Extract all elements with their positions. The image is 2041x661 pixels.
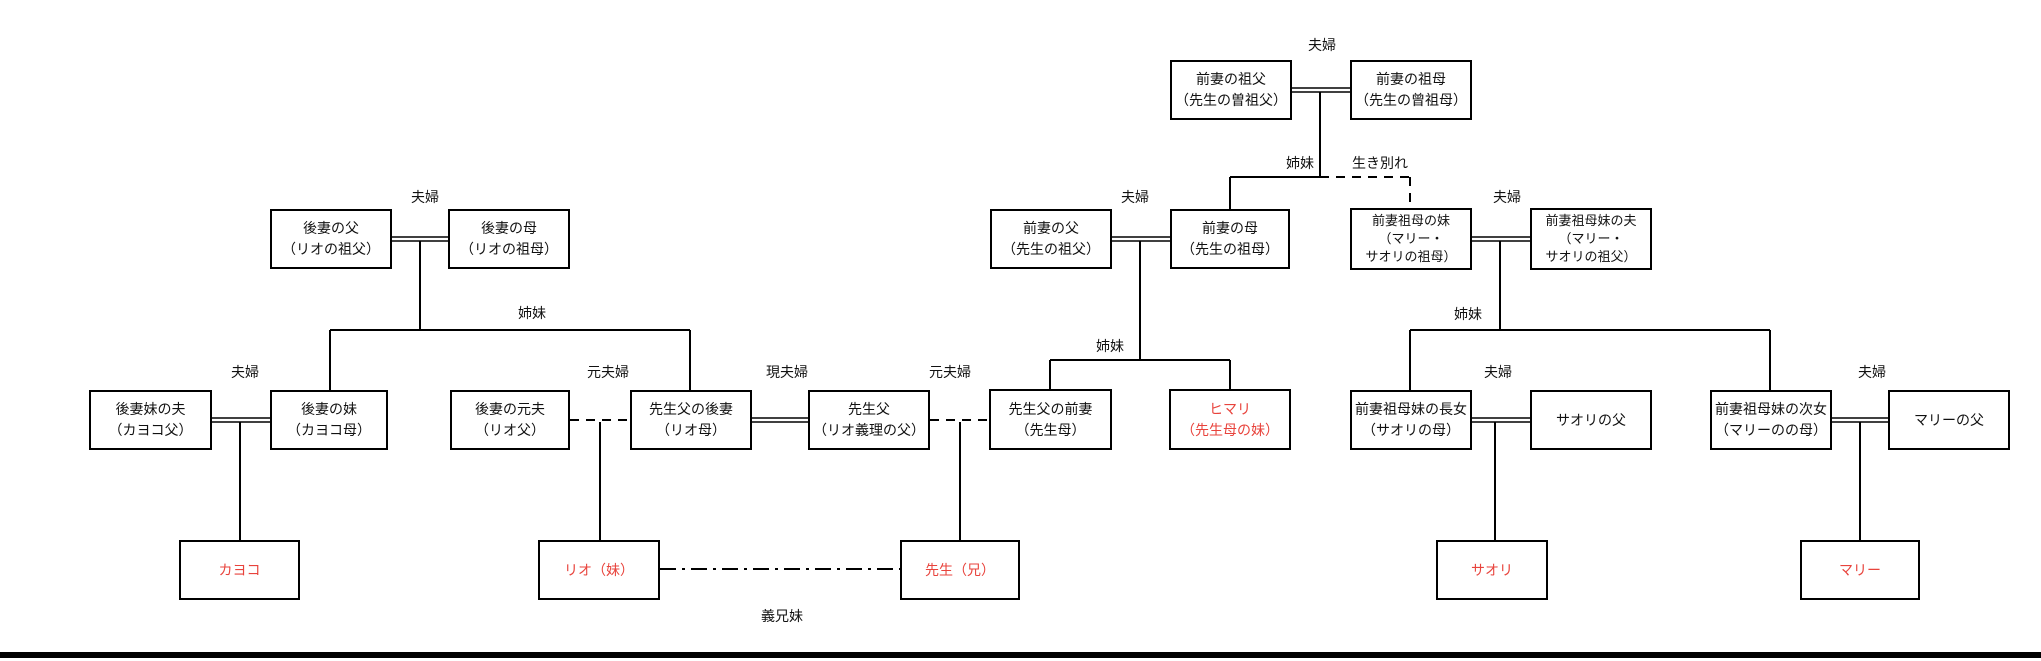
node-title: 先生（兄） bbox=[925, 561, 995, 578]
node-sister-second-daughter[interactable]: 前妻祖母妹の次女 （マリーのの母） bbox=[1710, 390, 1832, 450]
node-prev-wife-mother[interactable]: 前妻の母 （先生の祖母） bbox=[1170, 209, 1290, 269]
node-title: 前妻の祖母 bbox=[1376, 71, 1446, 87]
node-title: 先生父の前妻 bbox=[1008, 400, 1093, 417]
bottom-border-bar bbox=[0, 652, 2041, 658]
relation-label-couple-grandmother-sister: 夫婦 bbox=[1493, 189, 1521, 205]
node-prev-wife-father[interactable]: 前妻の父 （先生の祖父） bbox=[990, 209, 1112, 269]
relation-label-sisters-middle: 姉妹 bbox=[1096, 338, 1124, 354]
node-prev-wife-grandmother[interactable]: 前妻の祖母 （先生の曾祖母） bbox=[1350, 60, 1472, 120]
node-title: 前妻祖母妹の夫 bbox=[1545, 213, 1637, 228]
node-marie-father[interactable]: マリーの父 bbox=[1888, 390, 2010, 450]
node-title: サオリの父 bbox=[1556, 411, 1626, 428]
relation-label-couple-marie-parents: 夫婦 bbox=[1858, 364, 1886, 380]
relation-label-sisters-right: 姉妹 bbox=[1454, 306, 1482, 322]
node-title: 後妻の元夫 bbox=[475, 401, 545, 417]
node-saori-father[interactable]: サオリの父 bbox=[1530, 390, 1652, 450]
relation-label-step-siblings: 義兄妹 bbox=[761, 608, 803, 624]
node-subtitle: （リオの祖父） bbox=[282, 241, 380, 257]
node-saori[interactable]: サオリ bbox=[1436, 540, 1548, 600]
node-subtitle: （マリー・ bbox=[1378, 231, 1444, 246]
relation-label-couple-second-wife-parents: 夫婦 bbox=[411, 189, 439, 205]
node-title: 前妻の母 bbox=[1202, 220, 1258, 236]
node-subtitle2: サオリの祖母） bbox=[1365, 249, 1457, 264]
node-title: 後妻の父 bbox=[303, 220, 359, 236]
node-title: カヨコ bbox=[218, 561, 261, 578]
node-grandmother-sister-husband[interactable]: 前妻祖母妹の夫 （マリー・ サオリの祖父） bbox=[1530, 208, 1652, 270]
node-subtitle: （先生母の妹） bbox=[1181, 421, 1279, 438]
node-title: 前妻祖母妹の長女 bbox=[1355, 401, 1467, 417]
node-sister-eldest-daughter[interactable]: 前妻祖母妹の長女 （サオリの母） bbox=[1350, 390, 1472, 450]
relation-label-couple-kayoko-parents: 夫婦 bbox=[231, 364, 259, 380]
node-title: サオリ bbox=[1471, 561, 1513, 578]
node-second-wife-ex-husband[interactable]: 後妻の元夫 （リオ父） bbox=[450, 390, 570, 450]
node-sensei-father-prev-wife[interactable]: 先生父の前妻 （先生母） bbox=[989, 389, 1112, 450]
node-second-wife-mother[interactable]: 後妻の母 （リオの祖母） bbox=[448, 209, 570, 269]
node-subtitle: （リオ義理の父） bbox=[813, 422, 925, 438]
node-subtitle: （先生母） bbox=[1015, 421, 1086, 438]
descent-lines bbox=[239, 92, 1861, 540]
node-title: 後妻の妹 bbox=[301, 401, 357, 417]
node-subtitle: （カヨコ父） bbox=[108, 422, 193, 438]
ex-marriage-dashed-lines bbox=[570, 176, 1411, 421]
node-prev-wife-grandfather[interactable]: 前妻の祖父 （先生の曽祖父） bbox=[1170, 60, 1292, 120]
node-subtitle: （リオ母） bbox=[656, 422, 726, 438]
node-title: リオ（妹） bbox=[564, 561, 634, 578]
relation-label-ex-couple-rio-parents: 元夫婦 bbox=[587, 364, 629, 380]
node-title: マリーの父 bbox=[1914, 411, 1984, 428]
node-grandmother-sister[interactable]: 前妻祖母の妹 （マリー・ サオリの祖母） bbox=[1350, 208, 1472, 270]
node-title: 先生父 bbox=[848, 401, 890, 417]
relation-label-couple-prev-wife-parents: 夫婦 bbox=[1121, 189, 1149, 205]
node-title: ヒマリ bbox=[1209, 400, 1251, 417]
node-title: 先生父の後妻 bbox=[649, 401, 733, 417]
node-subtitle: （先生の祖母） bbox=[1181, 241, 1279, 257]
node-sensei-father-second-wife[interactable]: 先生父の後妻 （リオ母） bbox=[630, 390, 752, 450]
node-subtitle2: サオリの祖父） bbox=[1545, 249, 1637, 264]
node-subtitle: （先生の曽祖父） bbox=[1175, 92, 1287, 108]
node-second-wife-sister-husband[interactable]: 後妻妹の夫 （カヨコ父） bbox=[89, 390, 212, 450]
node-rio[interactable]: リオ（妹） bbox=[538, 540, 660, 600]
node-title: 前妻祖母の妹 bbox=[1371, 213, 1450, 228]
node-marie[interactable]: マリー bbox=[1800, 540, 1920, 600]
node-title: 前妻の父 bbox=[1023, 220, 1079, 236]
node-title: 前妻祖母妹の次女 bbox=[1715, 401, 1827, 417]
node-subtitle: （サオリの母） bbox=[1362, 422, 1460, 438]
node-subtitle: （リオ父） bbox=[475, 422, 545, 438]
node-subtitle: （マリーのの母） bbox=[1715, 422, 1827, 438]
node-sensei-father[interactable]: 先生父 （リオ義理の父） bbox=[808, 390, 930, 450]
relation-label-sisters-left: 姉妹 bbox=[518, 305, 546, 321]
node-second-wife-sister[interactable]: 後妻の妹 （カヨコ母） bbox=[270, 390, 388, 450]
node-title: 後妻妹の夫 bbox=[115, 401, 186, 417]
node-subtitle: （カヨコ母） bbox=[287, 422, 371, 438]
node-himari[interactable]: ヒマリ （先生母の妹） bbox=[1169, 389, 1291, 450]
node-subtitle: （先生の祖父） bbox=[1002, 241, 1100, 257]
node-title: 後妻の母 bbox=[481, 220, 537, 236]
relation-label-couple-grandparents: 夫婦 bbox=[1308, 37, 1336, 53]
relation-label-separated: 生き別れ bbox=[1352, 155, 1408, 171]
node-subtitle: （マリー・ bbox=[1558, 231, 1624, 246]
relation-label-current-couple: 現夫婦 bbox=[766, 364, 808, 380]
node-title: 前妻の祖父 bbox=[1196, 71, 1266, 87]
relation-label-ex-couple-sensei-parents: 元夫婦 bbox=[929, 364, 971, 380]
relation-label-couple-saori-parents: 夫婦 bbox=[1484, 364, 1512, 380]
relation-label-sisters-top: 姉妹 bbox=[1286, 155, 1314, 171]
node-sensei[interactable]: 先生（兄） bbox=[900, 540, 1020, 600]
node-second-wife-father[interactable]: 後妻の父 （リオの祖父） bbox=[270, 209, 392, 269]
node-subtitle: （リオの祖母） bbox=[460, 241, 558, 257]
node-title: マリー bbox=[1839, 561, 1881, 578]
node-subtitle: （先生の曾祖母） bbox=[1355, 92, 1467, 108]
node-kayoko[interactable]: カヨコ bbox=[179, 540, 300, 600]
